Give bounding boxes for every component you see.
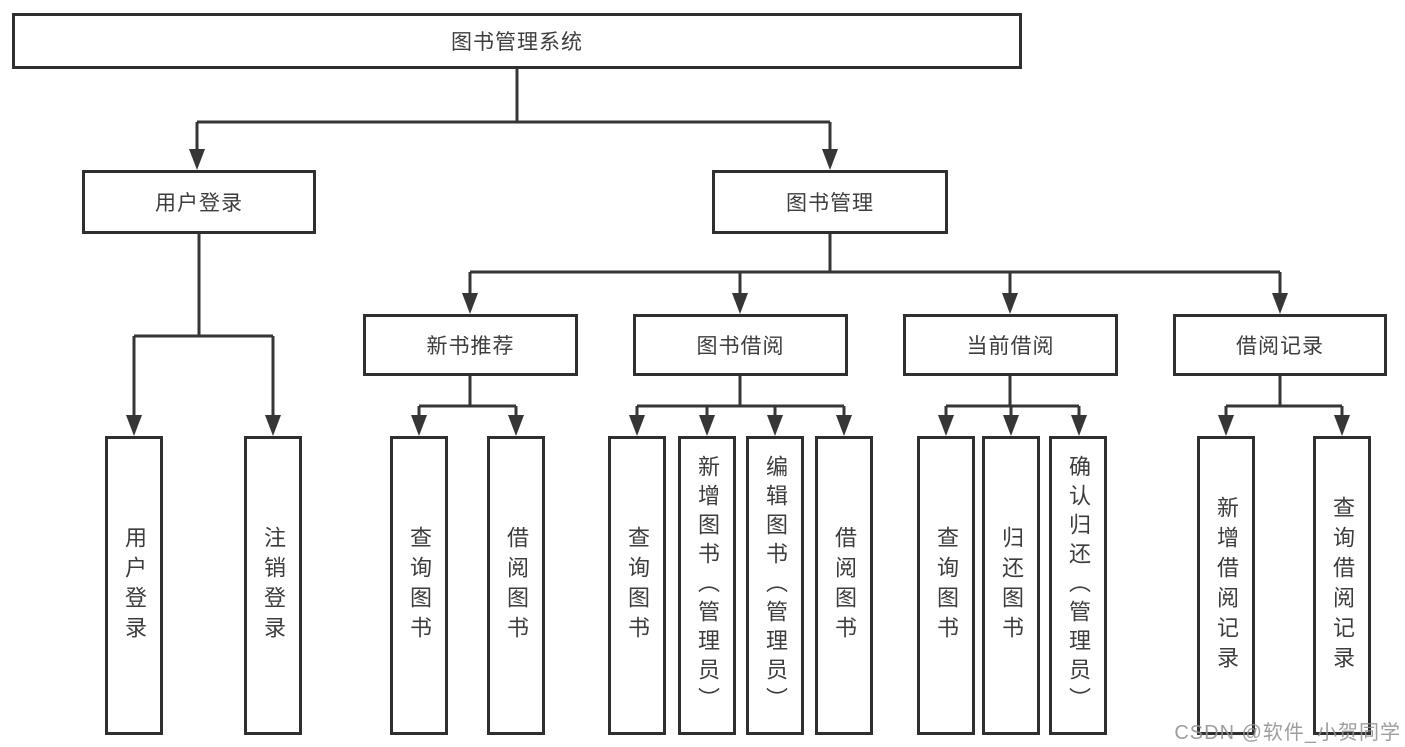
csdn-watermark: CSDN @软件_小贺同学 — [1174, 722, 1401, 744]
leaf-label: 查询借阅记录 — [1330, 495, 1355, 676]
node-root-library-management-system: 图书管理系统 — [12, 13, 1022, 69]
leaf-label: 新增图书（管理员） — [695, 455, 720, 716]
leaf-label: 查询图书 — [407, 525, 432, 646]
leaf-label: 编辑图书（管理员） — [763, 455, 788, 716]
leaf-query-borrow-record: 查询借阅记录 — [1313, 436, 1371, 735]
leaf-label: 借阅图书 — [832, 525, 857, 646]
leaf-borrow-books-borrowing: 借阅图书 — [815, 436, 873, 735]
leaf-label: 查询图书 — [625, 525, 650, 646]
leaf-label: 借阅图书 — [504, 525, 529, 646]
node-label: 借阅记录 — [1236, 335, 1324, 358]
node-label: 图书借阅 — [696, 335, 785, 358]
node-label: 图书管理 — [786, 192, 874, 215]
leaf-label: 用户登录 — [122, 525, 147, 646]
leaf-query-books-current: 查询图书 — [917, 436, 975, 735]
leaf-label: 注销登录 — [261, 525, 286, 646]
leaf-query-books-borrowing: 查询图书 — [608, 436, 666, 735]
leaf-logout: 注销登录 — [244, 436, 302, 735]
node-book-management: 图书管理 — [712, 170, 948, 234]
leaf-label: 查询图书 — [934, 525, 959, 646]
node-user-login: 用户登录 — [82, 170, 316, 234]
leaf-add-borrow-record: 新增借阅记录 — [1197, 436, 1255, 735]
node-label: 图书管理系统 — [451, 31, 583, 54]
leaf-user-login: 用户登录 — [105, 436, 163, 735]
node-borrowing-records: 借阅记录 — [1173, 314, 1387, 376]
node-current-borrowing: 当前借阅 — [903, 314, 1118, 376]
node-new-book-recommend: 新书推荐 — [363, 314, 578, 376]
node-book-borrowing: 图书借阅 — [633, 314, 848, 376]
node-label: 用户登录 — [155, 192, 243, 215]
leaf-return-books: 归还图书 — [982, 436, 1040, 735]
node-label: 当前借阅 — [966, 335, 1055, 358]
leaf-add-books-admin: 新增图书（管理员） — [678, 436, 736, 735]
leaf-label: 新增借阅记录 — [1214, 495, 1239, 676]
leaf-confirm-return-admin: 确认归还（管理员） — [1049, 436, 1107, 735]
leaf-label: 确认归还（管理员） — [1066, 455, 1091, 716]
node-label: 新书推荐 — [426, 335, 515, 358]
leaf-query-books-recommend: 查询图书 — [390, 436, 448, 735]
leaf-edit-books-admin: 编辑图书（管理员） — [746, 436, 804, 735]
leaf-label: 归还图书 — [999, 525, 1024, 646]
leaf-borrow-books-recommend: 借阅图书 — [487, 436, 545, 735]
